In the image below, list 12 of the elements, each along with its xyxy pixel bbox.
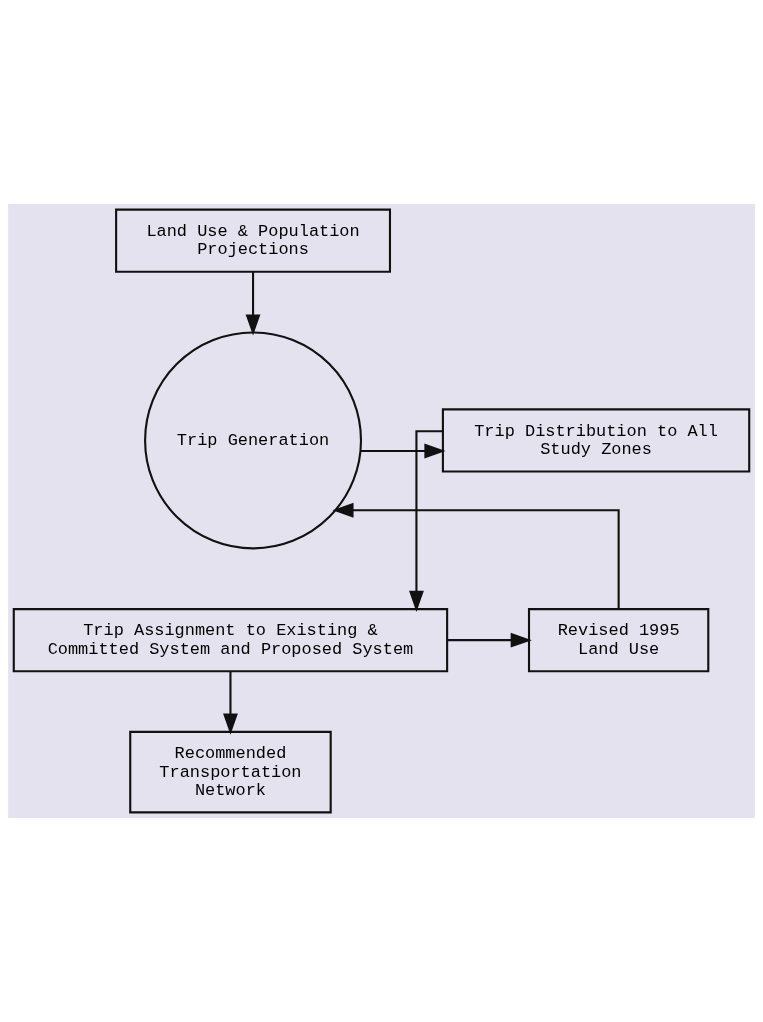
arrow (447, 632, 532, 648)
node-box: Revised 1995 Land Use (527, 608, 710, 673)
node-box: Land Use & Population Projections (115, 208, 392, 273)
arrow (223, 671, 238, 735)
node-circle: Trip Generation (144, 331, 363, 550)
arrow (332, 502, 620, 609)
arrow (360, 443, 446, 459)
node-box: Trip Assignment to Existing & Committed System and Proposed System (12, 608, 449, 673)
arrow (409, 430, 443, 613)
arrow (245, 271, 261, 336)
node-box: Recommended Transportation Network (129, 730, 332, 814)
node-box: Trip Distribution to All Study Zones (441, 408, 751, 473)
